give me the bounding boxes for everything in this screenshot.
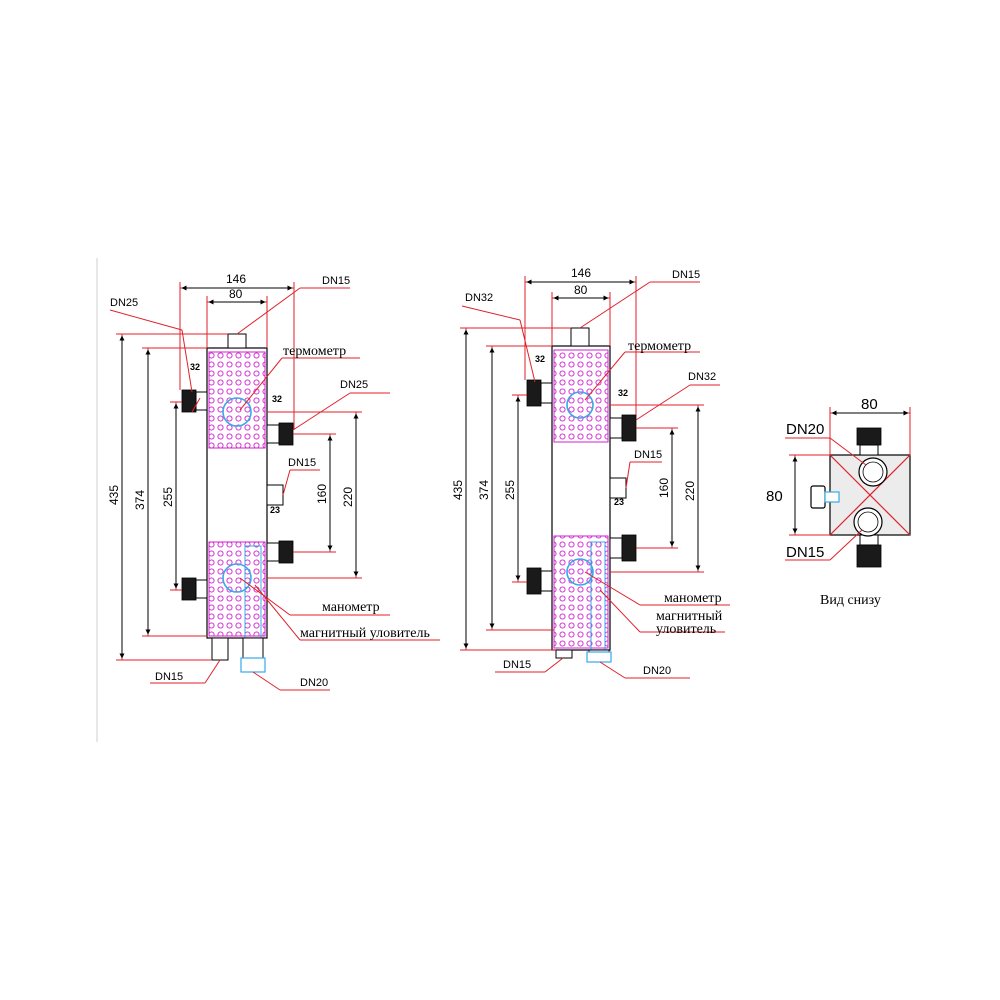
lower-insulation-frame <box>208 541 266 637</box>
view-1-dim-160: 160 <box>315 484 329 504</box>
upper-insulation-frame <box>553 349 609 443</box>
view-2-magnetic-trap-1: магнитный <box>656 609 723 624</box>
view-1-dim-23: 23 <box>270 505 280 515</box>
lower-insulation-panel <box>209 542 265 636</box>
left-lower-port-neck <box>195 579 208 599</box>
view-2-dim-32-right: 32 <box>618 388 628 398</box>
view-2-dn-bottom-right: DN20 <box>643 665 671 677</box>
view-2-dn-bottom-left: DN15 <box>503 659 531 671</box>
view-3-caption: Вид снизу <box>820 593 881 608</box>
thermometer-icon <box>566 391 594 419</box>
bottom-drain-stub <box>555 649 573 659</box>
view-2-dim-80: 80 <box>574 283 588 297</box>
thermometer-icon <box>222 397 252 427</box>
right-lower-port-neck <box>266 542 280 562</box>
view-1-dn-side: DN15 <box>288 457 316 469</box>
view-2-dn-top: DN15 <box>672 269 700 281</box>
view-2-magnetic-trap-2: уловитель <box>656 622 716 637</box>
view-2-dn-left: DN32 <box>465 292 493 304</box>
view-2-dim-220: 220 <box>683 481 697 501</box>
upper-insulation-frame <box>208 351 266 449</box>
bottom-drain-stub <box>211 637 229 661</box>
view-3-dim-80-top: 80 <box>861 396 878 413</box>
right-upper-port-neck <box>266 424 280 444</box>
dn15-outlet-inner-icon <box>857 511 879 533</box>
view-2-front: 146 80 DN15 DN32 термометр 32 32 DN32 DN… <box>451 266 730 679</box>
view-1-thermometer: термометр <box>283 344 346 359</box>
view-2-dim-32-left: 32 <box>535 354 545 364</box>
view-3-dim-80-side: 80 <box>766 488 783 505</box>
upper-insulation-panel <box>209 352 265 448</box>
dn20-outlet-inner-icon <box>862 461 884 483</box>
side-drain-stub <box>609 477 627 499</box>
view-3-bottom: 80 80 DN20 DN15 Вид снизу <box>766 396 911 608</box>
view-3-dn-bottom: DN15 <box>786 544 824 561</box>
manometer-icon <box>222 563 252 593</box>
view-1-dn-top: DN15 <box>322 275 350 287</box>
view-1-dimension-arrows <box>119 285 359 659</box>
left-upper-port-neck <box>540 382 553 404</box>
view-1-magnetic-trap: магнитный уловитель <box>300 626 430 641</box>
view-2-dn-side: DN15 <box>634 449 662 461</box>
view-2-dim-255: 255 <box>503 480 517 500</box>
right-upper-port <box>621 414 637 442</box>
bottom-view-diagonal-2 <box>829 454 911 536</box>
right-lower-port <box>278 540 294 564</box>
bottom-view-bottom-port <box>856 544 882 568</box>
view-2-dim-23: 23 <box>614 497 624 507</box>
view-1-front: 146 80 DN15 DN25 термометр 32 32 DN25 DN… <box>107 272 440 691</box>
top-air-vent-stub <box>227 333 247 349</box>
bottom-view-side-fitting <box>824 491 840 503</box>
view-1-dn-left: DN25 <box>110 297 138 309</box>
right-lower-port-neck <box>609 537 623 559</box>
left-upper-port <box>526 379 542 407</box>
left-upper-port-neck <box>195 391 208 411</box>
view-2-dn-right: DN32 <box>688 371 716 383</box>
view-2-manometer: манометр <box>664 591 722 606</box>
view-1-dn-bottom-left: DN15 <box>155 671 183 683</box>
bottom-trap-nut <box>240 657 266 673</box>
view-2-dim-160: 160 <box>657 478 671 498</box>
top-air-vent-stub <box>570 327 590 347</box>
lower-insulation-frame <box>553 535 609 649</box>
upper-insulation-panel <box>554 350 608 442</box>
bottom-view-top-port <box>856 427 882 446</box>
side-drain-stub <box>266 484 284 506</box>
left-lower-port <box>181 577 197 601</box>
view-1-dn-bottom-right: DN20 <box>300 677 328 689</box>
view-1-dim-32-right: 32 <box>272 394 282 404</box>
view-2-dimension-arrows <box>463 279 701 649</box>
right-upper-port-neck <box>609 417 623 439</box>
view-1-dim-146: 146 <box>226 272 246 286</box>
bottom-view-top-neck <box>859 444 879 456</box>
view-1-dim-32-left: 32 <box>190 362 200 372</box>
view-2-thermometer: термометр <box>628 339 691 354</box>
view-1-dn-right: DN25 <box>340 379 368 391</box>
right-upper-port <box>278 422 294 446</box>
view-2-dim-146: 146 <box>571 266 591 280</box>
view-2-dim-374: 374 <box>477 480 491 500</box>
bottom-trap-stub <box>242 637 264 659</box>
view-2-dim-435: 435 <box>451 480 465 500</box>
view-3-dn-top: DN20 <box>786 421 824 438</box>
view-3-dimension-arrows <box>792 410 909 534</box>
right-lower-port <box>621 534 637 562</box>
left-lower-port-neck <box>540 570 553 592</box>
manometer-icon <box>566 558 594 586</box>
lower-insulation-panel <box>554 536 608 648</box>
view-1-dim-220: 220 <box>341 487 355 507</box>
view-1-dim-255: 255 <box>161 487 175 507</box>
bottom-view-side-stub <box>810 485 826 509</box>
view-1-dim-374: 374 <box>133 490 147 510</box>
left-lower-port <box>526 567 542 595</box>
view-1-dim-435: 435 <box>107 485 121 505</box>
view-1-manometer: манометр <box>322 600 380 615</box>
bottom-trap-nut <box>586 651 612 663</box>
view-1-dim-80: 80 <box>229 287 243 301</box>
